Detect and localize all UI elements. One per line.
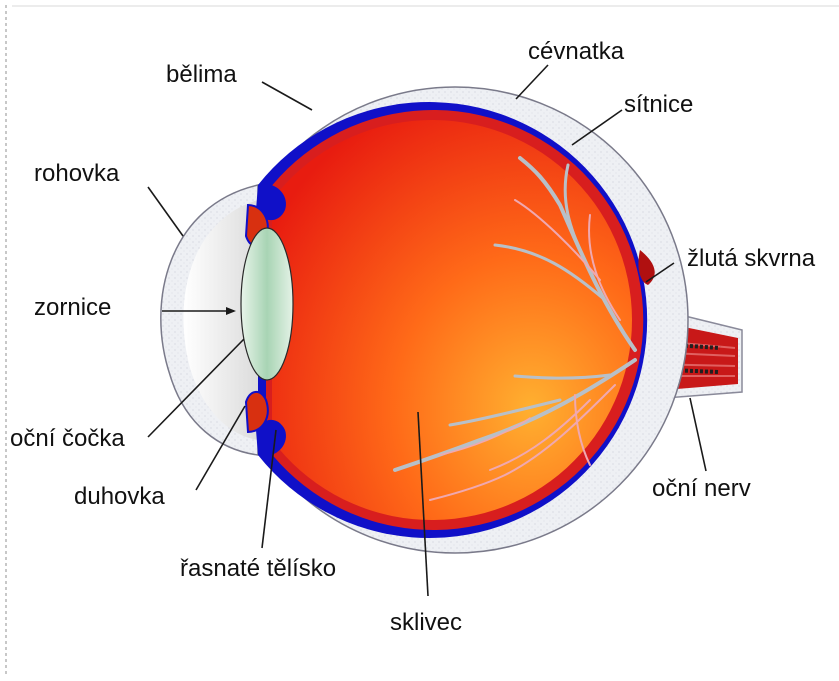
leader-rohovka	[148, 187, 183, 236]
label-sklivec: sklivec	[390, 609, 462, 636]
label-ocni-nerv: oční nerv	[652, 475, 751, 502]
label-cevnatka: cévnatka	[528, 38, 625, 65]
lens	[241, 228, 293, 380]
label-zluta-skvrna: žlutá skvrna	[687, 245, 816, 272]
label-duhovka: duhovka	[74, 483, 165, 510]
leader-cevnatka	[516, 65, 548, 99]
label-sitnice: sítnice	[624, 91, 693, 118]
label-rohovka: rohovka	[34, 160, 120, 187]
label-zornice: zornice	[34, 294, 111, 321]
label-rasnate-telisko: řasnaté tělísko	[180, 555, 336, 582]
leader-ocni-nerv	[690, 398, 706, 471]
label-belima: bělima	[166, 61, 237, 88]
label-ocni-cocka: oční čočka	[10, 425, 125, 452]
leader-belima	[262, 82, 312, 110]
